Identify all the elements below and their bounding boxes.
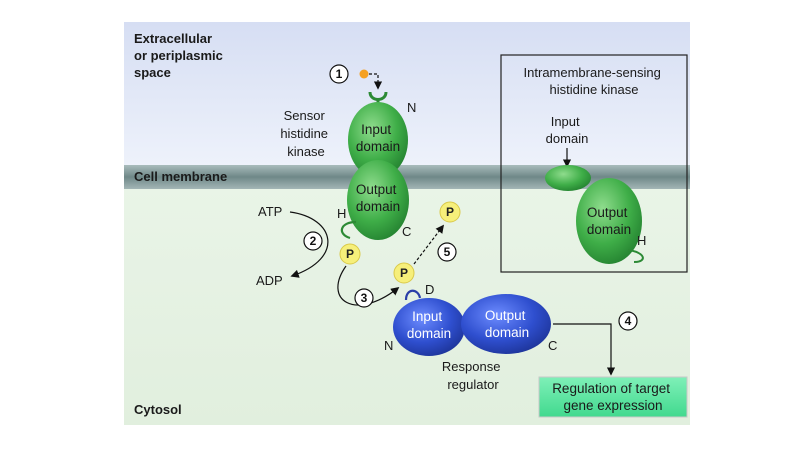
sensor-output-label: Output domain <box>356 182 400 214</box>
step-3-arrow <box>337 265 400 306</box>
sensor-kinase-label: Sensor histidine kinase <box>280 108 331 159</box>
intramembrane-kinase-box <box>500 54 688 273</box>
ligand-path <box>369 73 383 90</box>
step-5-arrow <box>413 224 445 265</box>
rr-phosphate <box>393 262 415 284</box>
rr-c-terminus: C <box>548 338 557 353</box>
rr-asp-residue: D <box>425 282 434 297</box>
ligand-molecule <box>359 69 369 79</box>
rr-asp-loop <box>404 289 422 301</box>
intramembrane-input-domain <box>545 165 591 191</box>
intramembrane-kinase-title: Intramembrane-sensing histidine kinase <box>524 65 665 97</box>
extracellular-label: Extracellular or periplasmic space <box>134 31 227 80</box>
intramembrane-his-loop <box>627 249 644 263</box>
intramembrane-output-label: Output domain <box>587 205 631 237</box>
membrane-label: Cell membrane <box>134 169 227 184</box>
intramembrane-input-label: Input domain <box>546 114 589 146</box>
sensor-his-residue: H <box>337 206 346 221</box>
step-4-arrow <box>553 323 616 376</box>
step-4-label: 4 <box>625 314 632 328</box>
target-regulation-label: Regulation of target gene expression <box>552 381 674 413</box>
rr-phosphate-label: P <box>400 266 408 280</box>
sensor-phosphate <box>339 243 361 265</box>
step-5-label: 5 <box>444 245 451 259</box>
step-5-marker <box>437 242 457 262</box>
sensor-output-domain <box>347 160 409 240</box>
step-2-label: 2 <box>310 234 317 248</box>
step-4-marker <box>618 311 638 331</box>
rr-output-label: Output domain <box>485 308 529 340</box>
step-2-marker <box>303 231 323 251</box>
rr-label: Response regulator <box>442 359 504 392</box>
step-3-marker <box>354 288 374 308</box>
step-1-label: 1 <box>336 67 343 81</box>
rr-n-terminus: N <box>384 338 393 353</box>
rr-input-label: Input domain <box>407 309 451 341</box>
step-3-label: 3 <box>361 291 368 305</box>
step-1-marker <box>329 64 349 84</box>
sensor-input-domain <box>348 102 408 178</box>
intramembrane-his-residue: H <box>637 233 646 248</box>
cytosol-label: Cytosol <box>134 402 182 417</box>
rr-output-domain <box>461 294 551 354</box>
adp-label: ADP <box>256 273 283 288</box>
sensor-his-loop <box>340 220 357 240</box>
sensor-phosphate-label: P <box>346 247 354 261</box>
free-phosphate-label: P <box>446 205 454 219</box>
rr-input-domain <box>393 298 465 356</box>
atp-label: ATP <box>258 204 282 219</box>
sensor-input-label: Input domain <box>356 122 400 154</box>
sensor-c-terminus: C <box>402 224 411 239</box>
free-phosphate <box>439 201 461 223</box>
target-regulation-box <box>538 376 688 418</box>
step-2-arrow <box>289 211 329 278</box>
sensor-n-terminus: N <box>407 100 416 115</box>
intramembrane-output-domain <box>576 178 642 264</box>
sensor-receptor-cup <box>368 91 388 101</box>
